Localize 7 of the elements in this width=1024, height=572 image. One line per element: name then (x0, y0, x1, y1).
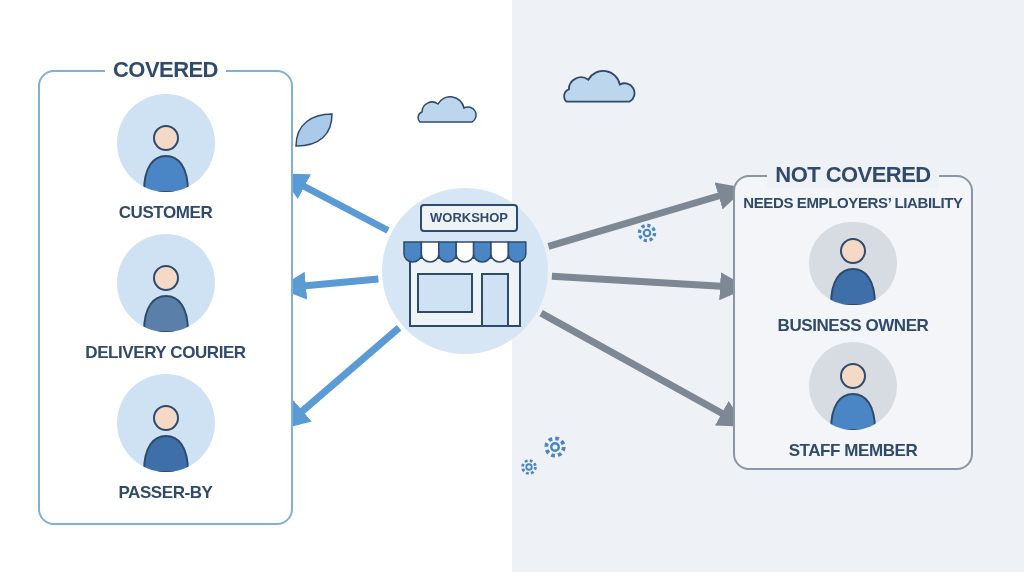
person-label: STAFF MEMBER (788, 440, 918, 462)
panel-subheading: NEEDS EMPLOYERS’ LIABILITY (743, 193, 963, 213)
person-label: CUSTOMER (118, 202, 213, 224)
person-label: DELIVERY COURIER (85, 342, 246, 364)
person-label: BUSINESS OWNER (777, 314, 929, 337)
shop-sign: WORKSHOP (420, 204, 518, 232)
person-label: PASSER-BY (118, 482, 213, 504)
